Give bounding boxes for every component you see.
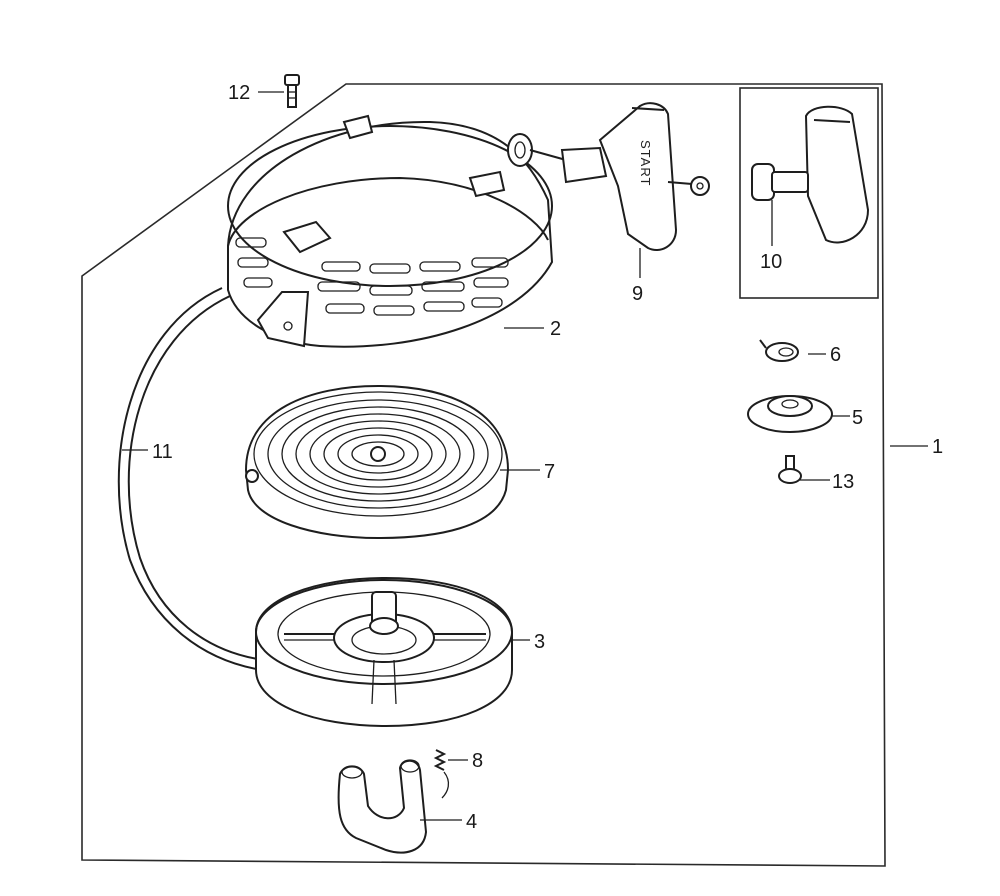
cotter-pin-part-6 <box>759 339 799 362</box>
handle-start-stamp: START <box>638 140 653 186</box>
callout-5: 5 <box>852 407 863 429</box>
hub-part-5 <box>747 395 833 433</box>
starter-grip-part-9: START <box>529 102 710 251</box>
alternate-handle-inset <box>739 87 879 299</box>
assembly-boundary <box>81 83 886 867</box>
callout-13: 13 <box>832 471 854 493</box>
recoil-spring-part-7 <box>244 384 510 540</box>
callout-8: 8 <box>472 750 483 772</box>
reel-part-3 <box>255 576 513 728</box>
alternate-grip-part-10 <box>751 105 870 244</box>
callout-3: 3 <box>534 631 545 653</box>
callout-10: 10 <box>760 251 782 273</box>
leader-lines <box>122 91 928 821</box>
starter-rope-part-11 <box>117 287 265 671</box>
callout-2: 2 <box>550 318 561 340</box>
callout-7: 7 <box>544 461 555 483</box>
screw-part-13 <box>778 455 802 484</box>
callout-labels: 12 2 9 10 6 5 13 1 11 7 3 8 4 <box>152 82 943 833</box>
callout-6: 6 <box>830 344 841 366</box>
bolt-part-12 <box>284 74 300 108</box>
callout-4: 4 <box>466 811 477 833</box>
starter-case-part-2 <box>227 114 554 348</box>
callout-12: 12 <box>228 82 250 104</box>
callout-9: 9 <box>632 283 643 305</box>
spring-part-8 <box>433 749 450 799</box>
ratchet-part-4 <box>337 759 428 854</box>
callout-11: 11 <box>152 441 173 463</box>
callout-1: 1 <box>932 436 943 458</box>
